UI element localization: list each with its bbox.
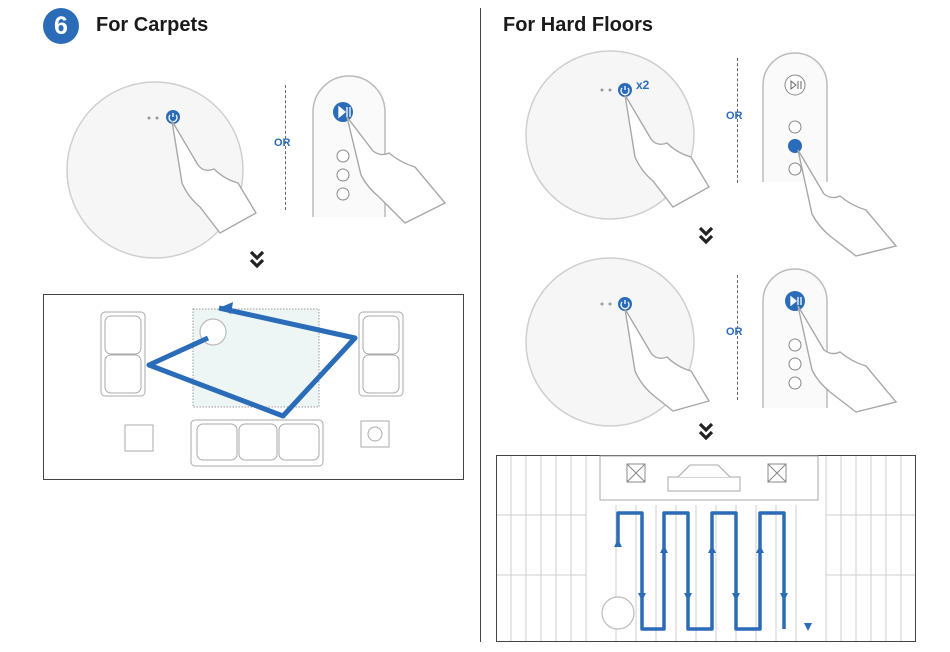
spot-icon <box>789 163 801 175</box>
column-divider <box>480 8 481 642</box>
edge-icon <box>789 358 801 370</box>
hard-floor-room-map <box>496 455 916 642</box>
or-label: OR <box>726 110 743 122</box>
home-icon <box>337 150 349 162</box>
remote-control-illustration <box>760 268 930 418</box>
or-label: OR <box>726 326 743 338</box>
robot-power-illustration <box>60 75 270 255</box>
carpets-heading: For Carpets <box>96 14 208 37</box>
robot-power-double-illustration <box>515 55 725 235</box>
edge-icon <box>788 139 802 153</box>
remote-control-illustration <box>305 72 470 222</box>
spot-icon <box>337 188 349 200</box>
carpet-room-map <box>43 294 464 480</box>
double-press-label: x2 <box>636 78 649 92</box>
spot-icon <box>789 377 801 389</box>
robot-power-illustration <box>515 262 725 412</box>
chevron-down-icon <box>698 422 714 444</box>
hard-floors-heading: For Hard Floors <box>503 14 653 37</box>
home-icon <box>789 339 801 351</box>
step-number-badge: 6 <box>43 8 79 44</box>
play-pause-icon <box>785 75 805 95</box>
remote-control-illustration <box>760 52 930 252</box>
edge-icon <box>337 169 349 181</box>
chevron-down-icon <box>249 250 265 272</box>
or-label: OR <box>274 137 291 149</box>
home-icon <box>789 121 801 133</box>
chevron-down-icon <box>698 226 714 248</box>
